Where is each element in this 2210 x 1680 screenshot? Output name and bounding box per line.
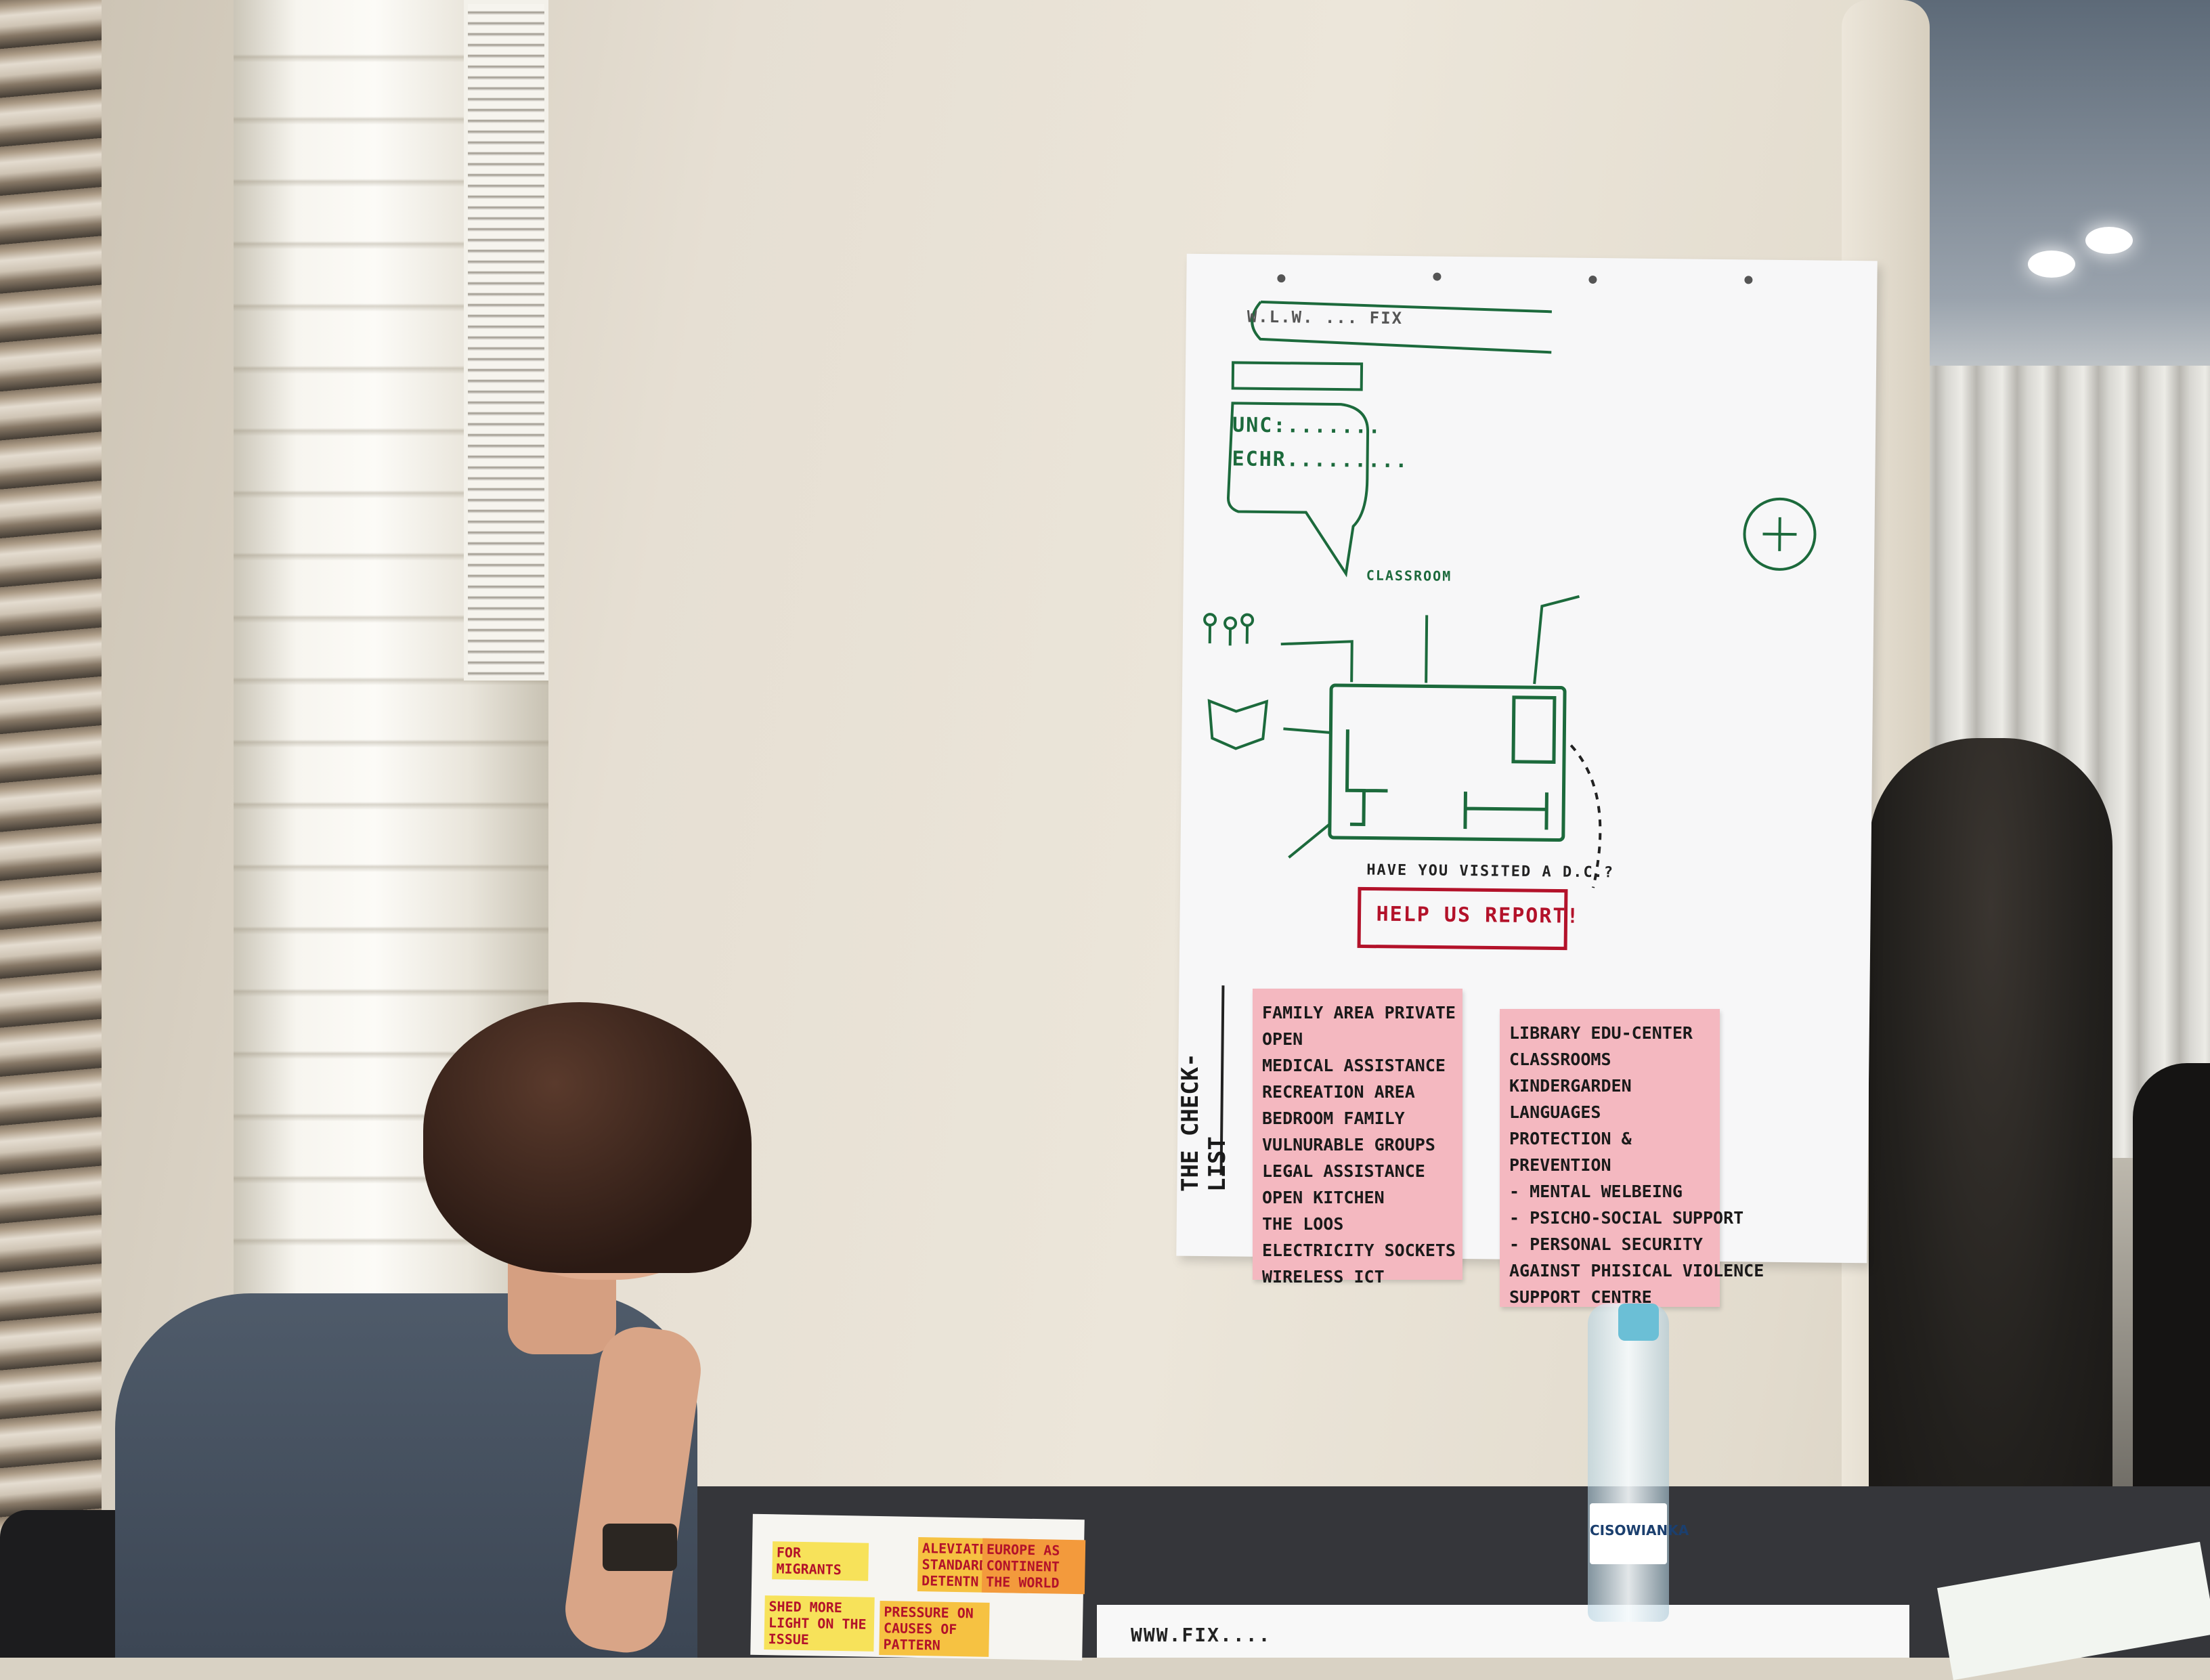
classroom-label: CLASSROOM	[1366, 567, 1452, 584]
sticky-line: ELECTRICITY SOCKETS	[1262, 1237, 1453, 1264]
sticky-note-migrants: FOR MIGRANTS	[772, 1541, 869, 1580]
partial-person	[2133, 1063, 2210, 1551]
sticky-line: PREVENTION	[1509, 1152, 1710, 1178]
air-vent-grille	[464, 0, 548, 681]
sticky-line: FAMILY AREA PRIVATE	[1262, 999, 1453, 1026]
sticky-line: - PSICHO-SOCIAL SUPPORT	[1509, 1205, 1710, 1231]
bottom-chart-url: WWW.FIX....	[1131, 1624, 1271, 1646]
sticky-line: PROTECTION &	[1509, 1125, 1710, 1152]
checklist-title: THE CHECK-LIST	[1170, 1009, 1231, 1192]
sticky-line: - MENTAL WELBEING	[1509, 1178, 1710, 1205]
bottle-label: CISOWIANKA	[1590, 1503, 1667, 1564]
sticky-line: BEDROOM FAMILY	[1262, 1105, 1453, 1132]
sticky-line: - PERSONAL SECURITY	[1509, 1231, 1710, 1257]
sticky-note-left: FAMILY AREA PRIVATE OPEN MEDICAL ASSISTA…	[1253, 989, 1462, 1280]
sticky-line: CLASSROOMS	[1509, 1046, 1710, 1073]
sticky-note-right: LIBRARY EDU-CENTER CLASSROOMS KINDERGARD…	[1500, 1009, 1720, 1307]
box-line-echr: ECHR.........	[1232, 447, 1408, 473]
box-line-unc: UNC:.......	[1232, 413, 1382, 438]
checklist-title-text: THE CHECK-LIST	[1177, 1009, 1231, 1192]
sticky-line: AGAINST PHISICAL VIOLENCE	[1509, 1257, 1710, 1284]
help-us-report-button: HELP US REPORT!	[1376, 903, 1580, 928]
bottle-cap	[1618, 1304, 1659, 1341]
bottom-flip-chart: WWW.FIX....	[1097, 1605, 1909, 1658]
url-bar-text: W.L.W. ... FIX	[1247, 307, 1404, 328]
sticky-note-pressure: PRESSURE ON CAUSES OF PATTERN	[879, 1601, 989, 1657]
sticky-line: MEDICAL ASSISTANCE	[1262, 1052, 1453, 1079]
sticky-line: OPEN KITCHEN	[1262, 1184, 1453, 1211]
visited-question: HAVE YOU VISITED A D.C.?	[1366, 862, 1614, 882]
wristwatch	[603, 1524, 677, 1571]
sticky-line: VULNURABLE GROUPS	[1262, 1132, 1453, 1158]
sticky-line: OPEN	[1262, 1026, 1453, 1052]
ceiling-light	[2028, 251, 2075, 278]
sticky-line: THE LOOS	[1262, 1211, 1453, 1237]
sticky-line: LEGAL ASSISTANCE	[1262, 1158, 1453, 1184]
window-blinds	[0, 0, 102, 1557]
sticky-note-shed-light: SHED MORE LIGHT ON THE ISSUE	[764, 1595, 874, 1652]
sticky-line: WIRELESS ICT	[1262, 1264, 1453, 1290]
bottle-label-text: CISOWIANKA	[1590, 1503, 1667, 1538]
sticky-line: RECREATION AREA	[1262, 1079, 1453, 1105]
sticky-line: LIBRARY EDU-CENTER	[1509, 1020, 1710, 1046]
paper-stack: ALEVIATE STANDARD DETENTN EUROPE AS CONT…	[750, 1514, 1085, 1661]
water-bottle	[1588, 1304, 1669, 1622]
sticky-note-europe: EUROPE AS CONTINENT THE WORLD	[982, 1538, 1085, 1595]
ceiling-light	[2085, 227, 2133, 254]
sticky-line: LANGUAGES	[1509, 1099, 1710, 1125]
sticky-line: KINDERGARDEN	[1509, 1073, 1710, 1099]
seated-person	[1869, 738, 2112, 1585]
